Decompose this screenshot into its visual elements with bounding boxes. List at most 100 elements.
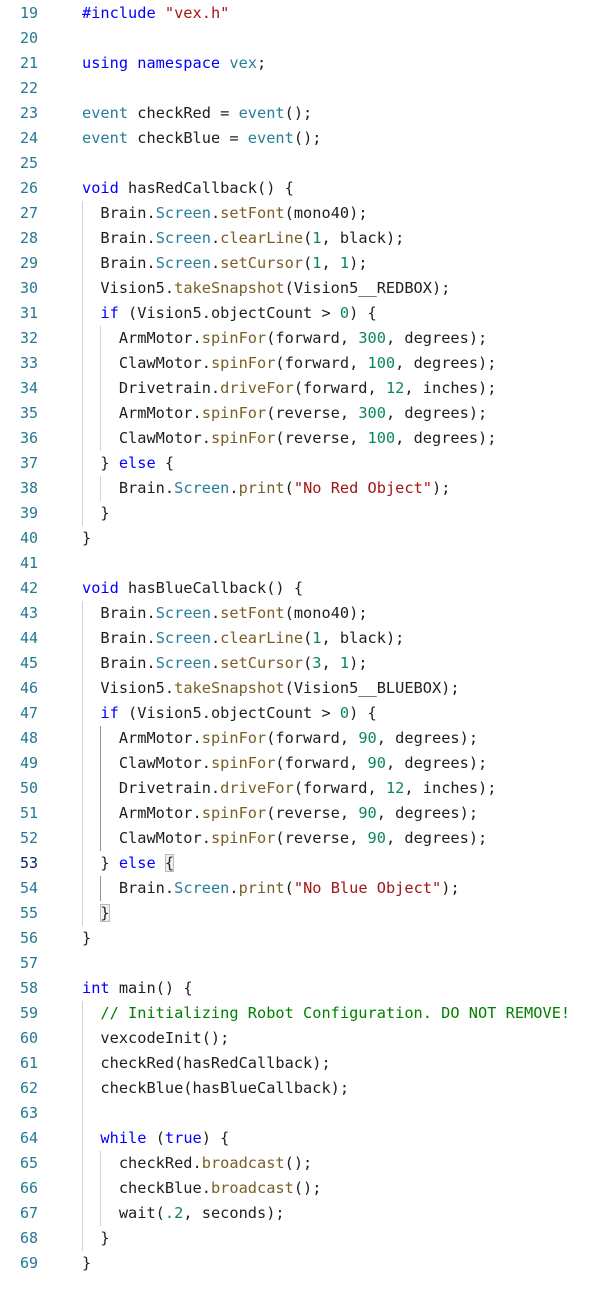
- code-line[interactable]: 65 checkRed.broadcast();: [0, 1151, 602, 1176]
- code-line[interactable]: 47 if (Vision5.objectCount > 0) {: [0, 701, 602, 726]
- code-token: (mono40);: [284, 604, 368, 622]
- code-line[interactable]: 50 Drivetrain.driveFor(forward, 12, inch…: [0, 776, 602, 801]
- code-line[interactable]: 59 // Initializing Robot Configuration. …: [0, 1001, 602, 1026]
- code-line[interactable]: 41: [0, 551, 602, 576]
- code-text: ClawMotor.spinFor(forward, 90, degrees);: [82, 751, 487, 776]
- code-line[interactable]: 40}: [0, 526, 602, 551]
- code-text: Brain.Screen.setFont(mono40);: [82, 201, 367, 226]
- code-line[interactable]: 44 Brain.Screen.clearLine(1, black);: [0, 626, 602, 651]
- code-line[interactable]: 43 Brain.Screen.setFont(mono40);: [0, 601, 602, 626]
- code-line[interactable]: 20: [0, 26, 602, 51]
- code-token: ArmMotor.: [82, 804, 202, 822]
- code-line[interactable]: 30 Vision5.takeSnapshot(Vision5__REDBOX)…: [0, 276, 602, 301]
- code-token: (: [284, 879, 294, 897]
- code-line[interactable]: 60 vexcodeInit();: [0, 1026, 602, 1051]
- line-number: 55: [19, 904, 38, 922]
- code-line[interactable]: 32 ArmMotor.spinFor(forward, 300, degree…: [0, 326, 602, 351]
- code-line[interactable]: 25: [0, 151, 602, 176]
- code-token: 90: [358, 804, 377, 822]
- code-token: takeSnapshot: [174, 679, 285, 697]
- code-line[interactable]: 35 ArmMotor.spinFor(reverse, 300, degree…: [0, 401, 602, 426]
- code-line[interactable]: 38 Brain.Screen.print("No Red Object");: [0, 476, 602, 501]
- code-line[interactable]: 48 ArmMotor.spinFor(forward, 90, degrees…: [0, 726, 602, 751]
- line-number: 25: [19, 154, 38, 172]
- code-token: spinFor: [201, 329, 267, 347]
- code-token: ();: [284, 104, 313, 122]
- code-line[interactable]: 27 Brain.Screen.setFont(mono40);: [0, 201, 602, 226]
- code-text: Brain.Screen.print("No Red Object");: [82, 476, 451, 501]
- line-number: 40: [19, 529, 38, 547]
- code-line[interactable]: 56}: [0, 926, 602, 951]
- indent-guide: [100, 876, 101, 901]
- code-line[interactable]: 22: [0, 76, 602, 101]
- code-token: [82, 904, 100, 922]
- code-line[interactable]: 57: [0, 951, 602, 976]
- line-number: 42: [19, 579, 38, 597]
- code-token: , degrees);: [376, 804, 479, 822]
- code-token: , degrees);: [385, 329, 488, 347]
- code-line[interactable]: 45 Brain.Screen.setCursor(3, 1);: [0, 651, 602, 676]
- code-token: ;: [257, 54, 267, 72]
- code-line[interactable]: 33 ClawMotor.spinFor(forward, 100, degre…: [0, 351, 602, 376]
- code-line[interactable]: 34 Drivetrain.driveFor(forward, 12, inch…: [0, 376, 602, 401]
- code-line[interactable]: 63: [0, 1101, 602, 1126]
- line-number: 61: [19, 1054, 38, 1072]
- code-token: Screen: [155, 629, 211, 647]
- code-token: spinFor: [210, 354, 276, 372]
- code-line[interactable]: 31 if (Vision5.objectCount > 0) {: [0, 301, 602, 326]
- code-line[interactable]: 36 ClawMotor.spinFor(reverse, 100, degre…: [0, 426, 602, 451]
- code-line[interactable]: 29 Brain.Screen.setCursor(1, 1);: [0, 251, 602, 276]
- code-line[interactable]: 54 Brain.Screen.print("No Blue Object");: [0, 876, 602, 901]
- code-token: checkBlue(hasBlueCallback);: [82, 1079, 350, 1097]
- code-token: while: [100, 1129, 147, 1147]
- code-token: ,: [321, 654, 340, 672]
- code-line[interactable]: 46 Vision5.takeSnapshot(Vision5__BLUEBOX…: [0, 676, 602, 701]
- code-token: true: [164, 1129, 202, 1147]
- code-token: .: [229, 479, 239, 497]
- code-text: checkRed(hasRedCallback);: [82, 1051, 330, 1076]
- code-text: Brain.Screen.print("No Blue Object");: [82, 876, 460, 901]
- code-line[interactable]: 68 }: [0, 1226, 602, 1251]
- code-token: Screen: [174, 479, 230, 497]
- line-number: 34: [19, 379, 38, 397]
- line-number: 33: [19, 354, 38, 372]
- code-line[interactable]: 69}: [0, 1251, 602, 1276]
- code-token: 300: [358, 329, 386, 347]
- code-line[interactable]: 19#include "vex.h": [0, 1, 602, 26]
- code-text: // Initializing Robot Configuration. DO …: [82, 1001, 570, 1026]
- line-number: 60: [19, 1029, 38, 1047]
- code-line[interactable]: 55 }: [0, 901, 602, 926]
- code-token: }: [82, 1229, 110, 1247]
- code-line[interactable]: 53 } else {: [0, 851, 602, 876]
- code-token: takeSnapshot: [174, 279, 285, 297]
- code-token: Brain.: [82, 254, 156, 272]
- code-text: Brain.Screen.clearLine(1, black);: [82, 226, 404, 251]
- code-line[interactable]: 62 checkBlue(hasBlueCallback);: [0, 1076, 602, 1101]
- code-line[interactable]: 28 Brain.Screen.clearLine(1, black);: [0, 226, 602, 251]
- code-line[interactable]: 39 }: [0, 501, 602, 526]
- line-number: 29: [19, 254, 38, 272]
- code-token: ArmMotor.: [82, 404, 202, 422]
- code-token: 90: [358, 729, 377, 747]
- line-number: 43: [19, 604, 38, 622]
- code-token: (forward,: [293, 779, 386, 797]
- code-line[interactable]: 66 checkBlue.broadcast();: [0, 1176, 602, 1201]
- code-token: Drivetrain.: [82, 379, 221, 397]
- code-text: } else {: [82, 451, 174, 476]
- code-token: [82, 704, 100, 722]
- code-line[interactable]: 49 ClawMotor.spinFor(forward, 90, degree…: [0, 751, 602, 776]
- code-line[interactable]: 37 } else {: [0, 451, 602, 476]
- code-text: wait(.2, seconds);: [82, 1201, 285, 1226]
- code-line[interactable]: 67 wait(.2, seconds);: [0, 1201, 602, 1226]
- code-line[interactable]: 51 ArmMotor.spinFor(reverse, 90, degrees…: [0, 801, 602, 826]
- code-line[interactable]: 64 while (true) {: [0, 1126, 602, 1151]
- code-line[interactable]: 61 checkRed(hasRedCallback);: [0, 1051, 602, 1076]
- code-line[interactable]: 52 ClawMotor.spinFor(reverse, 90, degree…: [0, 826, 602, 851]
